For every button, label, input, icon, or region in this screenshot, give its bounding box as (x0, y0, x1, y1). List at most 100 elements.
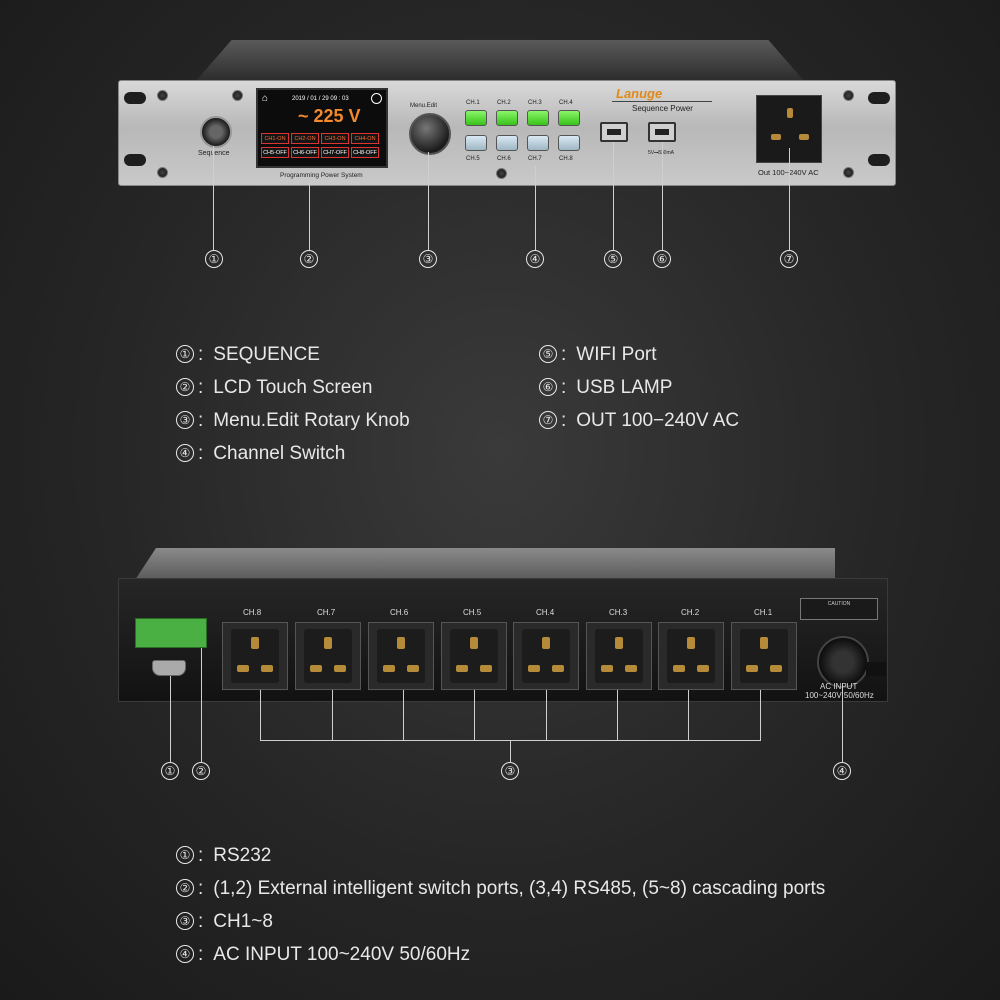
knob-label: Menu.Edit (410, 103, 438, 109)
front-legend-item: ⑦:OUT 100−240V AC (539, 410, 739, 432)
callout-line (474, 690, 475, 740)
screw-icon (843, 90, 854, 101)
front-legend-item: ⑥:USB LAMP (539, 377, 672, 399)
callout-marker: ② (192, 762, 210, 780)
terminal-block[interactable] (135, 618, 207, 648)
rack-ear-slot (124, 92, 146, 104)
front-legend-item: ③:Menu.Edit Rotary Knob (176, 410, 410, 432)
rack-ear-slot (868, 154, 890, 166)
callout-marker: ⑦ (780, 250, 798, 268)
lcd-ch6-button[interactable]: CH6-OFF (291, 147, 319, 158)
rear-outlet-ch1[interactable] (731, 622, 797, 690)
rear-outlet-ch3[interactable] (586, 622, 652, 690)
outlet-pin (799, 134, 809, 140)
rear-channel-label: CH.5 (463, 608, 482, 617)
rear-channel-label: CH.7 (317, 608, 336, 617)
rear-chassis-top (135, 548, 835, 580)
screw-icon (157, 90, 168, 101)
screw-icon (157, 167, 168, 178)
rear-outlet-ch7[interactable] (295, 622, 361, 690)
outlet-pin (771, 134, 781, 140)
rear-channel-label: CH.3 (609, 608, 628, 617)
callout-marker: ④ (833, 762, 851, 780)
callout-marker: ① (161, 762, 179, 780)
wifi-port[interactable] (600, 122, 628, 142)
rear-outlet-ch6[interactable] (368, 622, 434, 690)
channel-switch-2[interactable] (496, 110, 518, 126)
rear-channel-label: CH.4 (536, 608, 555, 617)
callout-line (688, 690, 689, 740)
rack-ear-slot (868, 92, 890, 104)
callout-marker: ⑥ (653, 250, 671, 268)
brand-divider (612, 101, 712, 102)
front-legend-item: ④:Channel Switch (176, 443, 345, 465)
front-legend-item: ②:LCD Touch Screen (176, 377, 372, 399)
switch-label: CH.4 (559, 100, 573, 106)
rear-channel-label: CH.1 (754, 608, 773, 617)
callout-marker: ④ (526, 250, 544, 268)
channel-switch-5[interactable] (465, 135, 487, 151)
switch-label: CH.1 (466, 100, 480, 106)
ac-input-label: AC INPUT (820, 682, 858, 691)
callout-line (617, 690, 618, 740)
ac-input-spec: 100~240V 50/60Hz (805, 691, 874, 700)
lcd-ch5-button[interactable]: CH5-OFF (261, 147, 289, 158)
callout-line (213, 146, 214, 250)
lcd-caption: Programming Power System (280, 172, 363, 179)
usb-lamp-port[interactable] (648, 122, 676, 142)
channel-switch-1[interactable] (465, 110, 487, 126)
rear-legend-item: ③:CH1~8 (176, 911, 273, 933)
switch-labels-bottom: CH.5 CH.6 CH.7 CH.8 (466, 156, 581, 162)
menu-edit-rotary-knob[interactable] (409, 113, 451, 155)
front-chassis-top (195, 40, 805, 82)
rear-outlet-ch4[interactable] (513, 622, 579, 690)
callout-line (309, 182, 310, 250)
callout-line (535, 166, 536, 250)
callout-line (332, 690, 333, 740)
switch-label: CH.2 (497, 100, 511, 106)
ac-input-cable[interactable] (817, 636, 869, 688)
callout-marker: ⑤ (604, 250, 622, 268)
lcd-ch4-button[interactable]: CH4-ON (351, 133, 379, 144)
product-name: Sequence Power (632, 104, 693, 113)
rear-outlet-ch2[interactable] (658, 622, 724, 690)
front-legend-item: ⑤:WIFI Port (539, 344, 657, 366)
channel-switch-6[interactable] (496, 135, 518, 151)
rear-legend-item: ②:(1,2) External intelligent switch port… (176, 878, 825, 900)
channel-switch-8[interactable] (558, 135, 580, 151)
switch-labels-top: CH.1 CH.2 CH.3 CH.4 (466, 100, 581, 106)
rear-outlet-ch8[interactable] (222, 622, 288, 690)
lcd-ch7-button[interactable]: CH7-OFF (321, 147, 349, 158)
brand-logo: Lanuge (616, 86, 663, 101)
rack-ear-slot (124, 154, 146, 166)
lcd-datetime: 2019 / 01 / 29 09 : 03 (292, 96, 349, 102)
lcd-ch8-button[interactable]: CH8-OFF (351, 147, 379, 158)
channel-switch-3[interactable] (527, 110, 549, 126)
channel-switch-grid (465, 110, 580, 151)
switch-label: CH.5 (466, 156, 480, 162)
lcd-ch3-button[interactable]: CH3-ON (321, 133, 349, 144)
callout-line (613, 142, 614, 250)
callout-line (662, 142, 663, 250)
screw-icon (232, 90, 243, 101)
lcd-touch-screen[interactable]: ⌂ 2019 / 01 / 29 09 : 03 ~ 225 V CH1-ON … (256, 88, 388, 168)
rear-outlet-ch5[interactable] (441, 622, 507, 690)
home-icon[interactable]: ⌂ (262, 93, 269, 104)
screw-icon (496, 168, 507, 179)
switch-label: CH.8 (559, 156, 573, 162)
callout-line (428, 152, 429, 250)
pause-icon[interactable] (371, 93, 382, 104)
rs232-port[interactable] (152, 660, 186, 676)
rear-legend-item: ④:AC INPUT 100~240V 50/60Hz (176, 944, 470, 966)
sequence-button[interactable] (200, 116, 232, 148)
channel-switch-7[interactable] (527, 135, 549, 151)
lcd-ch2-button[interactable]: CH2-ON (291, 133, 319, 144)
lcd-ch1-button[interactable]: CH1-ON (261, 133, 289, 144)
callout-line (760, 690, 761, 740)
callout-line (842, 684, 843, 762)
callout-line (260, 690, 261, 740)
rear-channel-label: CH.8 (243, 608, 262, 617)
switch-label: CH.3 (528, 100, 542, 106)
channel-switch-4[interactable] (558, 110, 580, 126)
callout-marker: ② (300, 250, 318, 268)
